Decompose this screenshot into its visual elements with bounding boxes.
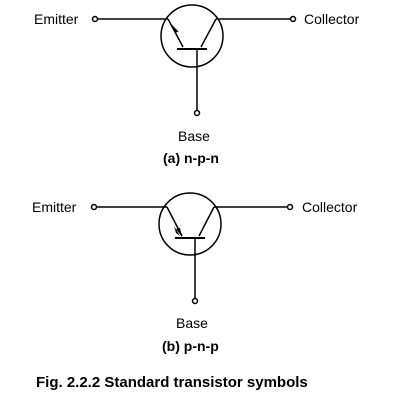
pnp-caption: (b) p-n-p: [162, 338, 219, 354]
npn-symbol-group: [91, 4, 297, 117]
npn-base-terminal: [193, 109, 201, 117]
pnp-base-terminal: [191, 297, 199, 305]
pnp-emitter-arrow-head-icon: [176, 228, 182, 237]
npn-emitter-label: Emitter: [34, 11, 79, 27]
npn-envelope-circle: [160, 4, 224, 68]
pnp-collector-terminal: [286, 203, 294, 211]
pnp-collector-label: Collector: [302, 199, 358, 215]
pnp-base-label: Base: [176, 315, 208, 331]
pnp-collector-leg: [198, 206, 215, 237]
npn-collector-leg: [200, 18, 217, 48]
npn-collector-label: Collector: [304, 11, 360, 27]
pnp-emitter-label: Emitter: [32, 199, 77, 215]
npn-emitter-arrow-icon: [171, 24, 179, 33]
pnp-emitter-terminal: [90, 203, 98, 211]
npn-caption: (a) n-p-n: [163, 150, 219, 166]
npn-collector-terminal: [289, 15, 297, 23]
pnp-symbol-group: [90, 192, 294, 305]
npn-emitter-terminal: [91, 15, 99, 23]
pnp-emitter-arrow-icon: [174, 226, 180, 236]
figure-caption: Fig. 2.2.2 Standard transistor symbols: [36, 374, 308, 391]
pnp-envelope-circle: [158, 192, 222, 256]
npn-base-label: Base: [178, 128, 210, 144]
